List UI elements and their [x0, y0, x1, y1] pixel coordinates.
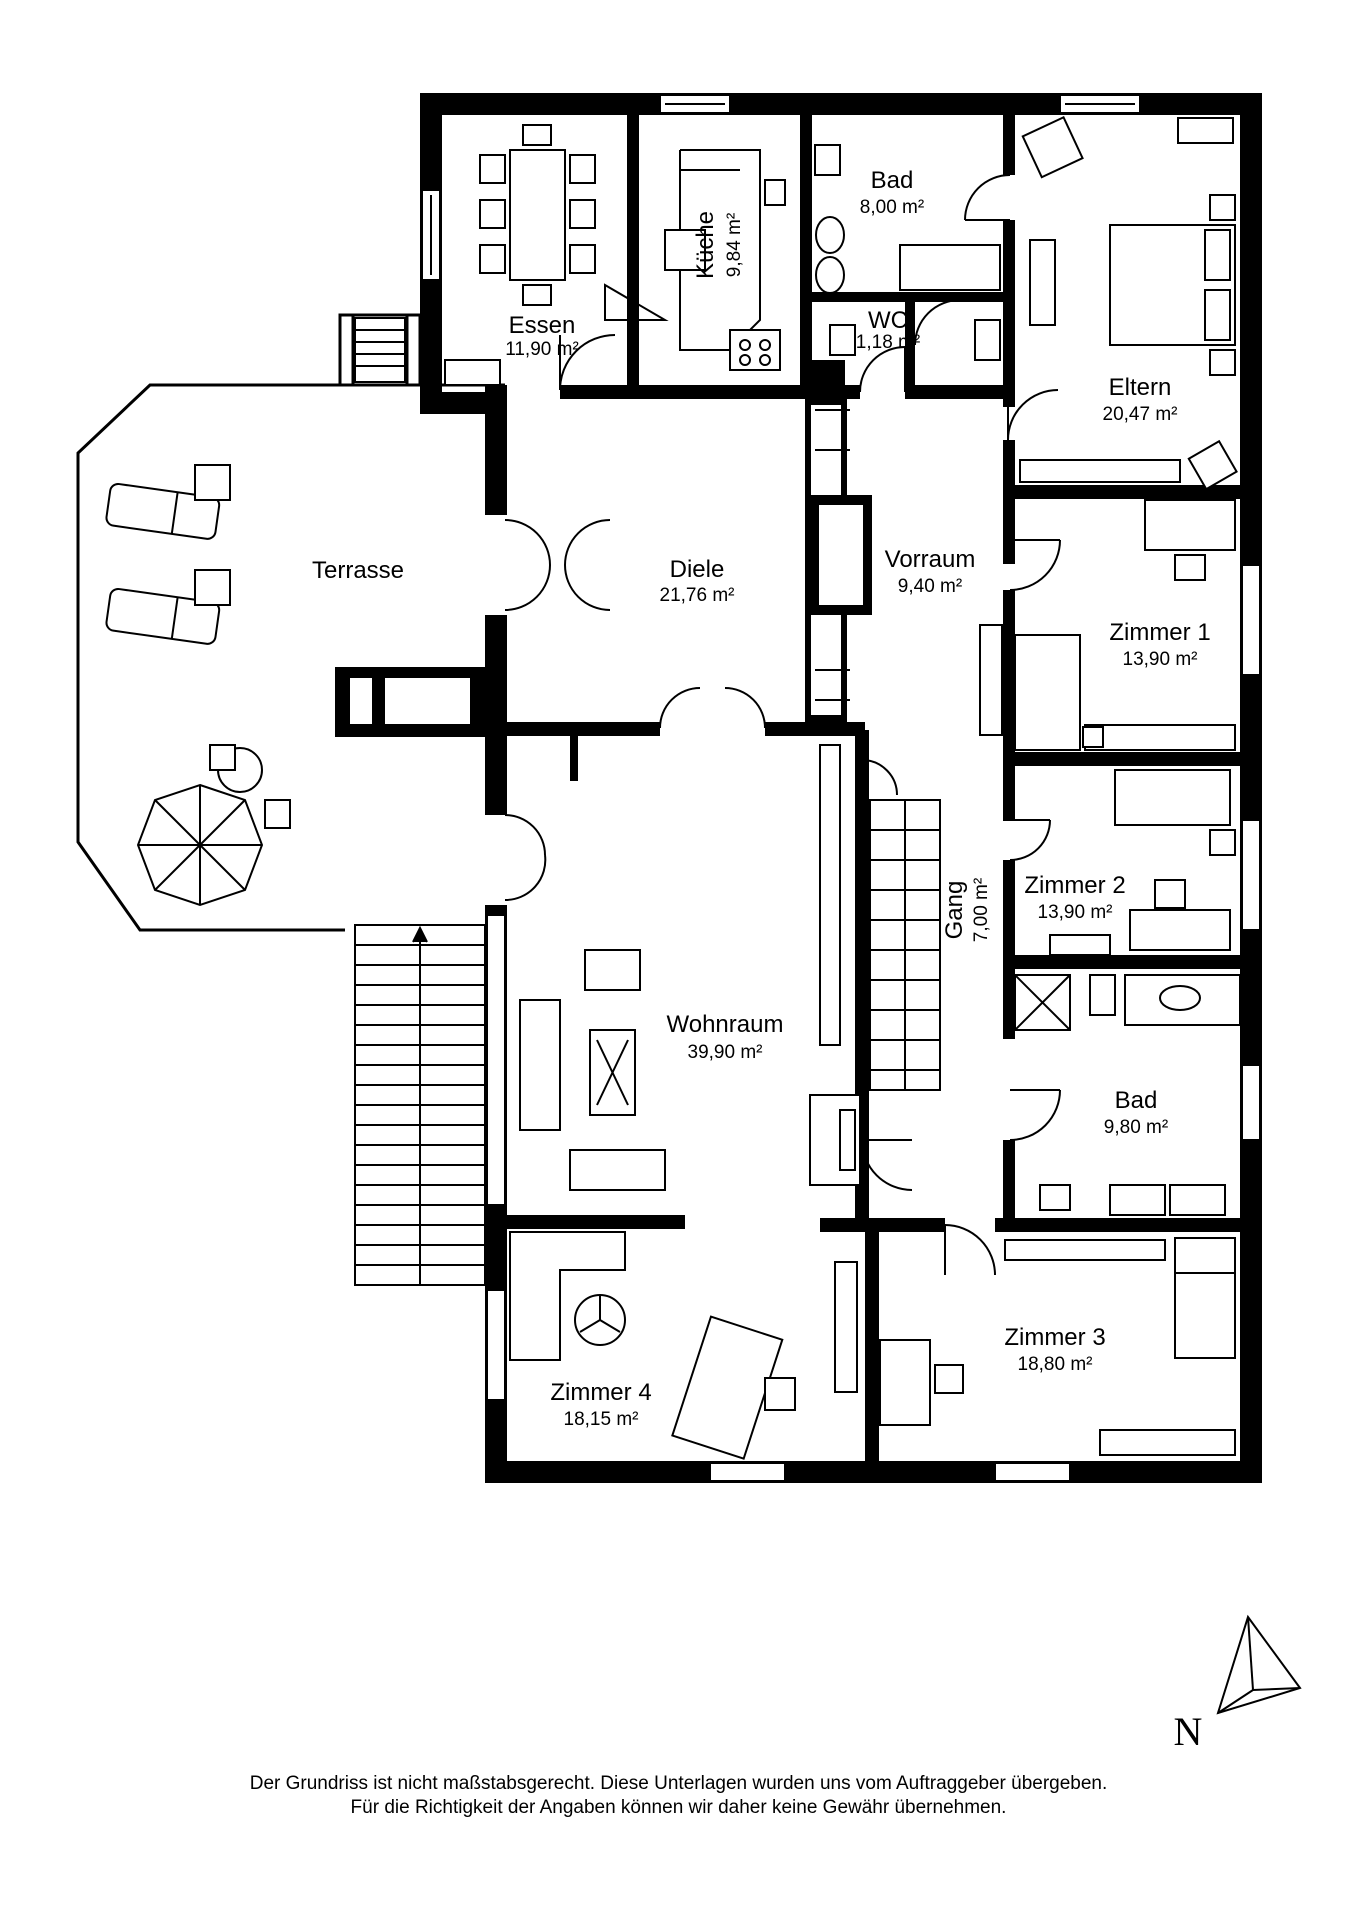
doors	[504, 174, 1061, 1276]
room-label-zimmer-4: Zimmer 4	[550, 1379, 651, 1406]
windows	[421, 94, 1261, 1482]
disclaimer: Der Grundriss ist nicht maßstabsgerecht.…	[0, 1772, 1357, 1820]
room-label-bad-2: Bad	[1115, 1087, 1158, 1114]
room-area-kueche: 9,84 m²	[724, 213, 745, 277]
room-area-bad-2: 9,80 m²	[1104, 1117, 1168, 1138]
room-label-gang: Gang	[941, 881, 968, 940]
room-label-zimmer-3: Zimmer 3	[1004, 1324, 1105, 1351]
interior-stair	[869, 799, 941, 1091]
north-arrow: N	[1174, 1614, 1302, 1754]
room-area-gang: 7,00 m²	[971, 878, 992, 942]
room-area-zimmer-4: 18,15 m²	[564, 1409, 639, 1430]
room-area-diele: 21,76 m²	[660, 585, 735, 606]
staircases	[354, 317, 941, 1286]
room-label-wc: WC	[868, 307, 908, 334]
room-label-zimmer-1: Zimmer 1	[1109, 619, 1210, 646]
small-stair	[354, 317, 406, 383]
room-area-essen: 11,90 m²	[505, 339, 579, 360]
room-area-bad-1: 8,00 m²	[860, 197, 924, 218]
interior-walls	[335, 115, 1243, 1483]
room-area-zimmer-3: 18,80 m²	[1018, 1354, 1093, 1375]
disclaimer-line-2: Für die Richtigkeit der Angaben können w…	[350, 1797, 1007, 1818]
disclaimer-line-1: Der Grundriss ist nicht maßstabsgerecht.…	[249, 1773, 1108, 1794]
room-area-zimmer-1: 13,90 m²	[1123, 649, 1198, 670]
room-label-eltern: Eltern	[1109, 374, 1172, 401]
compass-icon	[1216, 1614, 1302, 1715]
room-area-eltern: 20,47 m²	[1103, 404, 1178, 425]
room-area-wohnraum: 39,90 m²	[688, 1042, 763, 1063]
furniture	[105, 116, 1241, 1460]
room-label-essen: Essen	[509, 312, 576, 339]
room-label-bad-1: Bad	[871, 167, 914, 194]
room-label-vorraum: Vorraum	[885, 546, 976, 573]
room-label-wohnraum: Wohnraum	[667, 1011, 784, 1038]
room-label-terrasse: Terrasse	[312, 557, 404, 584]
room-area-zimmer-2: 13,90 m²	[1038, 902, 1113, 923]
room-label-zimmer-2: Zimmer 2	[1024, 872, 1125, 899]
room-area-wc: 1,18 m²	[856, 332, 920, 353]
room-area-vorraum: 9,40 m²	[898, 576, 962, 597]
room-labels: Essen 11,90 m² Küche 9,84 m² Bad 8,00 m²…	[312, 167, 1211, 1430]
north-label: N	[1174, 1709, 1203, 1754]
room-label-kueche: Küche	[692, 211, 719, 279]
vorraum-ramp	[815, 409, 850, 701]
room-label-diele: Diele	[670, 556, 725, 583]
